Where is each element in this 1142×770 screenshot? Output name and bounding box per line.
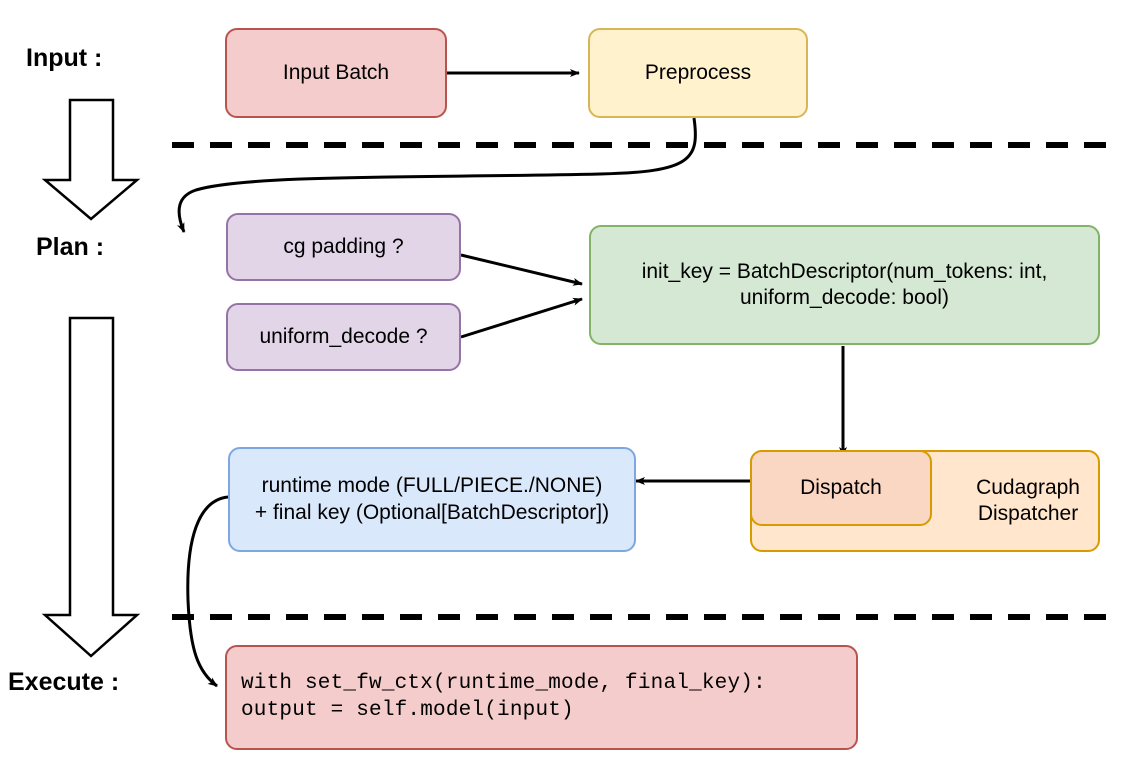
edge-cg-padding-to-init-key [460,253,583,286]
node-cudagraph-dispatcher-label: Cudagraph Dispatcher [976,475,1080,525]
node-dispatch-label: Dispatch [800,475,882,499]
node-uniform-decode[interactable]: uniform_decode ? [226,303,461,371]
node-runtime-mode[interactable]: runtime mode (FULL/PIECE./NONE) + final … [228,447,636,552]
node-input-batch[interactable]: Input Batch [225,28,447,118]
node-execute-code[interactable]: with set_fw_ctx(runtime_mode, final_key)… [225,645,858,750]
node-execute-code-label: with set_fw_ctx(runtime_mode, final_key)… [241,672,766,722]
edge-runtime-mode-to-execute-code [186,495,229,688]
input-to-plan-arrow [41,98,141,221]
node-dispatch[interactable]: Dispatch [750,450,932,526]
node-runtime-mode-label: runtime mode (FULL/PIECE./NONE) + final … [254,474,610,524]
node-cg-padding[interactable]: cg padding ? [226,213,461,281]
node-uniform-decode-label: uniform_decode ? [259,324,428,348]
node-preprocess[interactable]: Preprocess [588,28,808,118]
stage-label-plan: Plan : [36,233,105,261]
edge-uniform-decode-to-init-key [460,297,583,339]
node-input-batch-label: Input Batch [282,60,390,84]
plan-to-execute-arrow [41,316,141,658]
stage-label-execute: Execute : [8,668,120,696]
node-init-key-label: init_key = BatchDescriptor(num_tokens: i… [641,259,1048,309]
stage-label-input: Input : [26,44,103,72]
node-preprocess-label: Preprocess [644,60,752,84]
node-init-key[interactable]: init_key = BatchDescriptor(num_tokens: i… [589,225,1100,345]
node-cg-padding-label: cg padding ? [283,234,404,258]
